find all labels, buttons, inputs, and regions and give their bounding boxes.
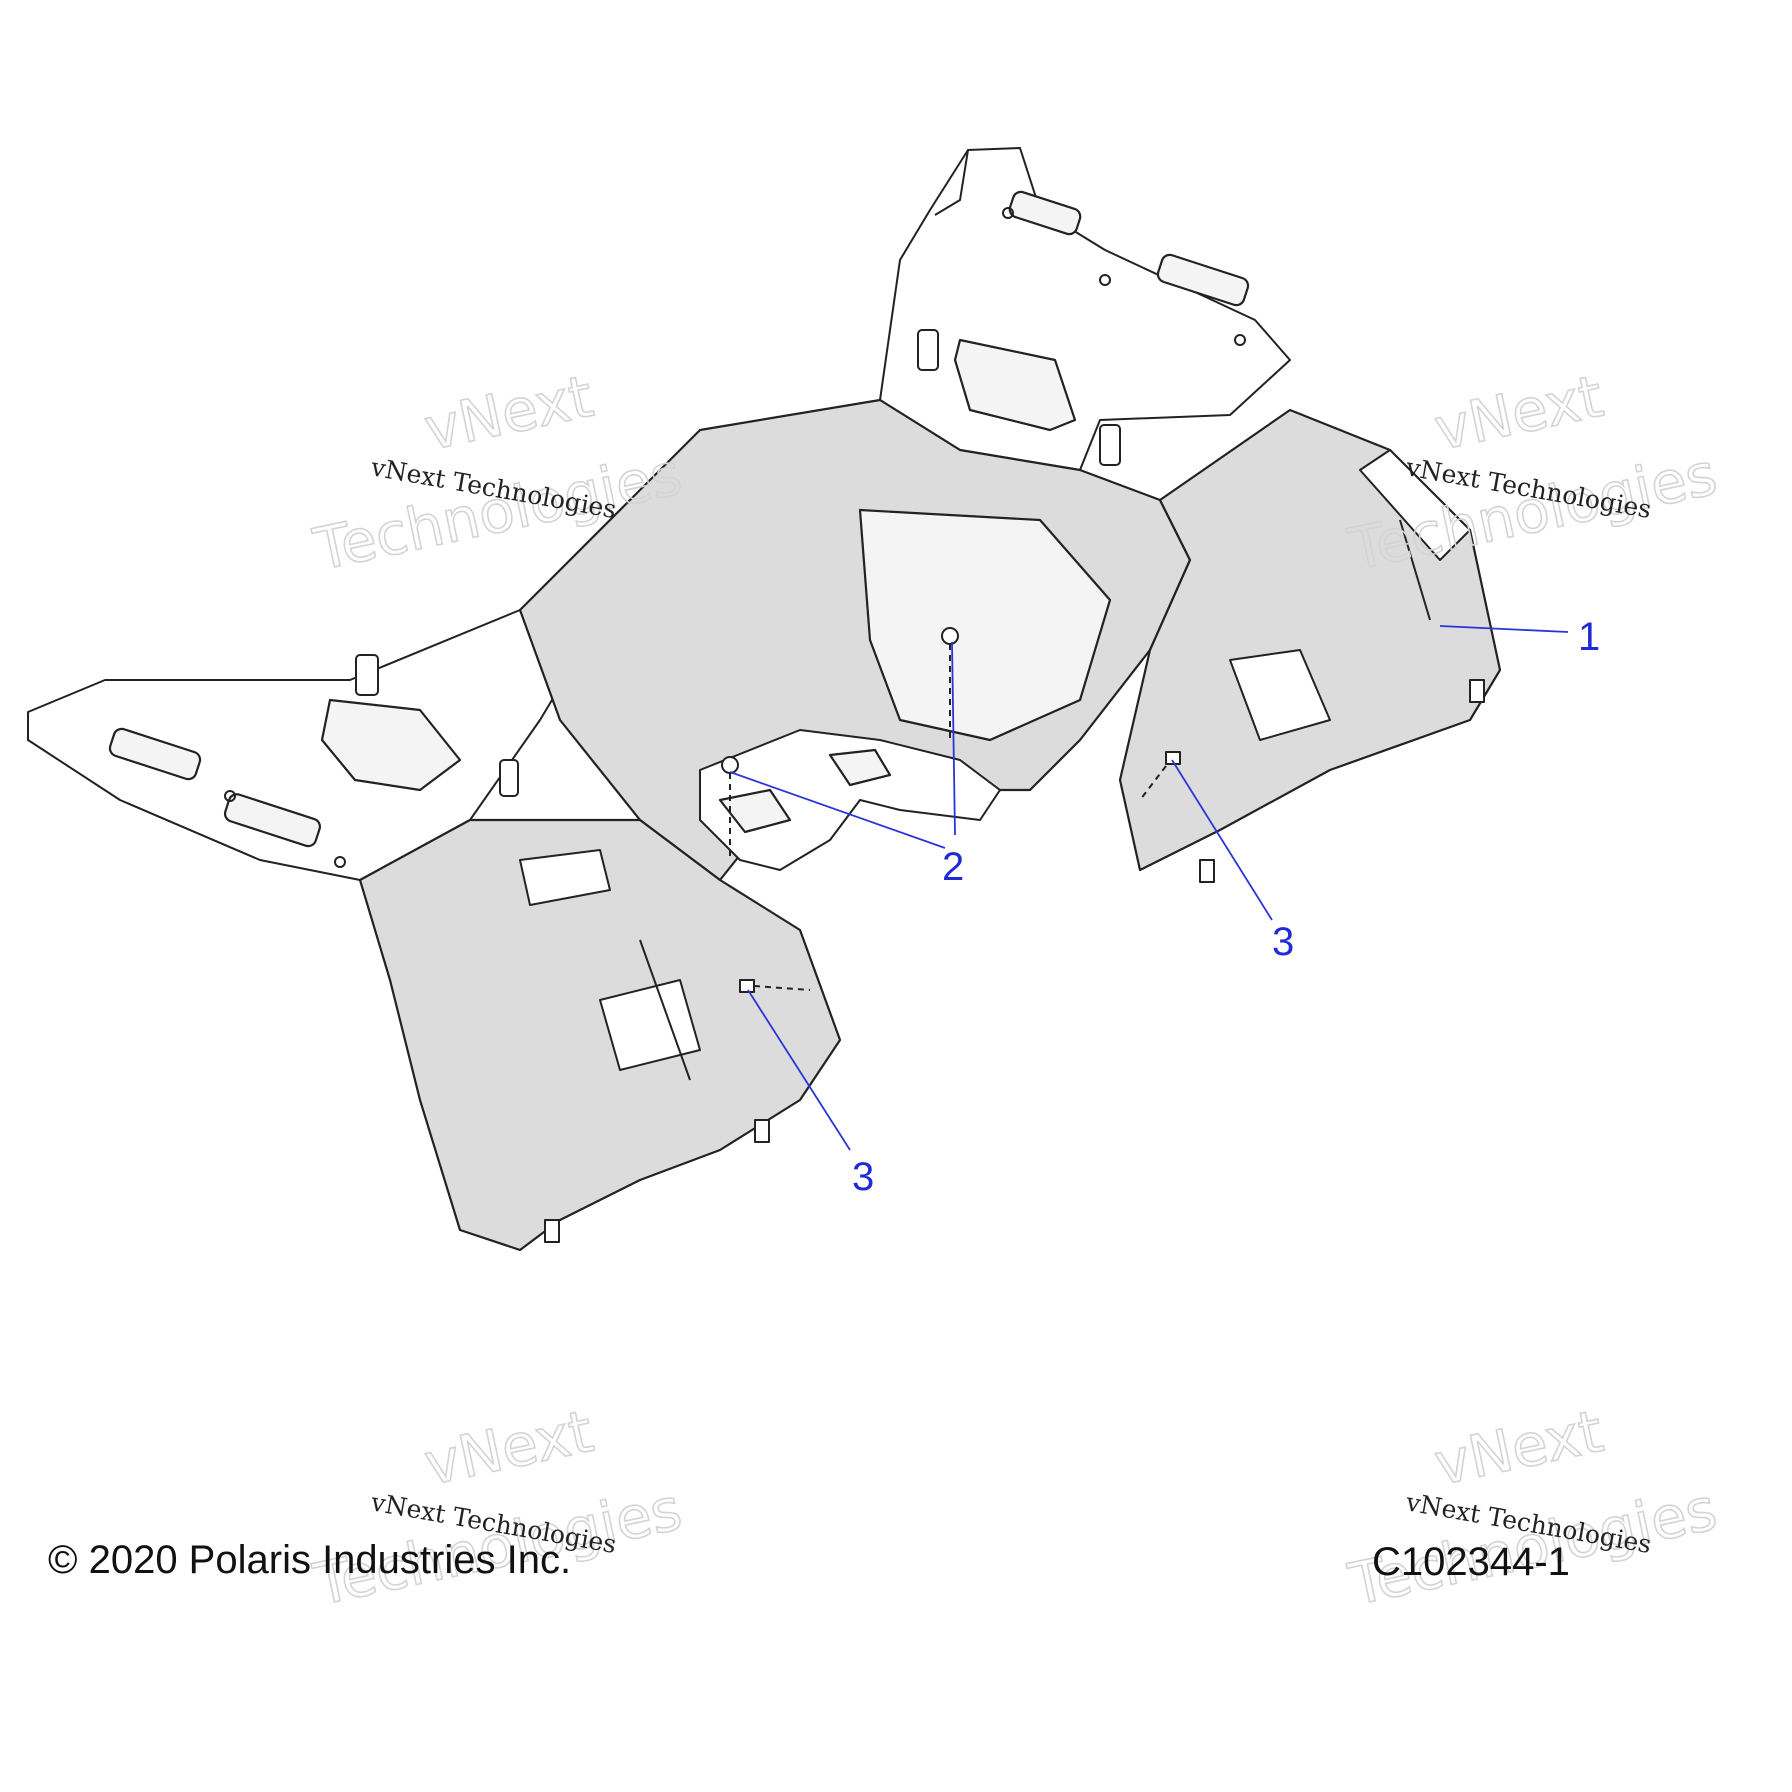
screw-icon [941,627,959,645]
part-code-text: C102344-1 [1372,1540,1570,1584]
fastener-screws [721,627,1181,993]
rear-fender-assembly [27,147,1502,1252]
svg-text:vNext: vNext [1429,362,1609,464]
rack-slot [1008,190,1082,236]
rack-slot [223,793,321,848]
callout-labels: 1 2 3 3 [852,615,1600,1199]
copyright-text: © 2020 Polaris Industries Inc. [48,1538,572,1582]
leader-1 [1439,625,1569,633]
svg-text:vNext: vNext [419,362,599,464]
watermark-bottom-left: vNext Technologies vNext Technologies [307,1396,688,1620]
watermark-bottom-right: vNext Technologies vNext Technologies [1342,1396,1723,1620]
clip-icon [739,979,755,993]
svg-text:vNext: vNext [1429,1397,1609,1499]
clip-icon [1165,751,1181,765]
front-rack-handle-opening [320,698,462,792]
rack-slot [1156,253,1250,307]
leader-3-right [1171,759,1273,921]
svg-text:vNext: vNext [419,1397,599,1499]
tub-floor-panel [858,508,1112,742]
upper-rack-platform [879,147,1291,471]
leader-2b [951,641,956,836]
rack-slot [108,727,202,781]
callout-2: 2 [942,845,964,889]
callout-3-left: 3 [852,1155,874,1199]
floor-bracket [699,729,1001,871]
callout-3-right: 3 [1272,920,1294,964]
leader-2a [729,771,946,849]
screw-icon [721,756,739,774]
rack-handle-opening [953,338,1077,432]
callout-leaders [729,625,1569,1151]
callout-1: 1 [1578,615,1600,659]
leader-3-left [747,989,851,1151]
